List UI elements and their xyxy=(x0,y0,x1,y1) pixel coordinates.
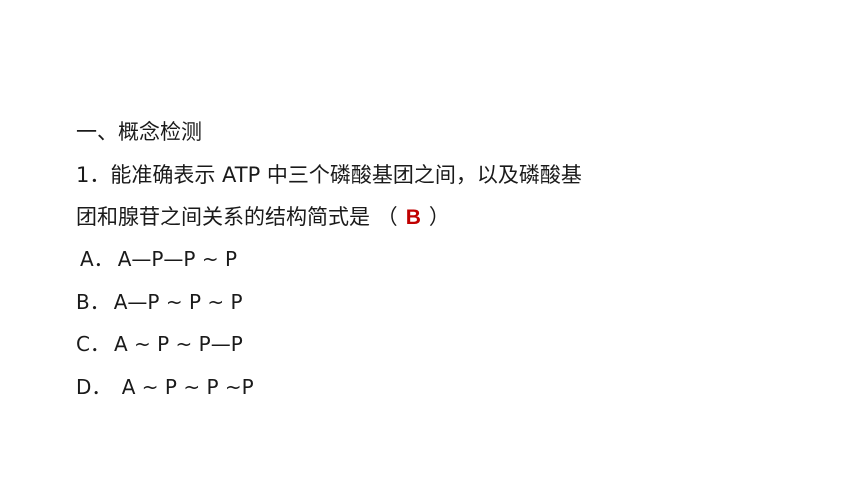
option-b: B．A—P ~ P ~ P xyxy=(76,287,243,317)
question-text-before-answer: 团和腺苷之间关系的结构简式是 （ xyxy=(76,205,398,229)
option-b-text: A—P ~ P ~ P xyxy=(113,290,243,314)
section-heading: 一、概念检测 xyxy=(76,120,202,144)
option-d-text: A ~ P ~ P ~P xyxy=(115,375,254,399)
question-line-2: 团和腺苷之间关系的结构简式是 （ B ） xyxy=(76,202,450,233)
option-b-letter: B． xyxy=(76,290,110,314)
option-a: A．A—P—P ~ P xyxy=(80,244,237,274)
question-text-after-answer: ） xyxy=(428,205,450,229)
answer-letter: B xyxy=(405,206,421,229)
option-d: D． A ~ P ~ P ~P xyxy=(76,372,254,402)
option-a-letter: A． xyxy=(80,247,114,271)
question-line-1: 1．能准确表示 ATP 中三个磷酸基团之间，以及磷酸基 xyxy=(76,163,582,187)
option-c-text: A ~ P ~ P—P xyxy=(113,332,243,356)
option-c-letter: C． xyxy=(76,332,110,356)
option-d-letter: D． xyxy=(76,375,112,399)
option-c: C．A ~ P ~ P—P xyxy=(76,329,243,359)
option-a-text: A—P—P ~ P xyxy=(117,247,238,271)
